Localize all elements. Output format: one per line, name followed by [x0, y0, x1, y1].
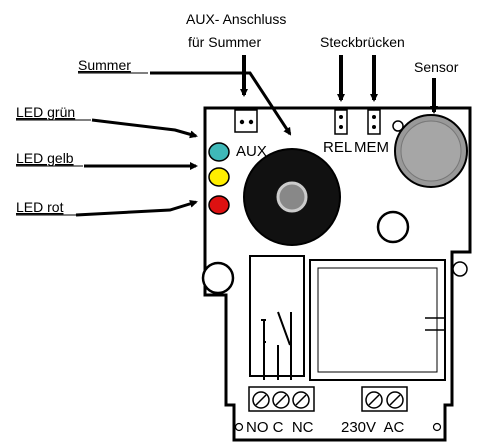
mounting-hole-right	[376, 210, 410, 244]
led-yellow	[208, 167, 230, 187]
led-green	[208, 142, 230, 162]
mounting-hole-mid	[452, 261, 468, 277]
led-gruen-arrow	[91, 118, 198, 139]
mem-jumper	[367, 109, 381, 135]
led-red	[208, 195, 230, 215]
mounting-hole-left	[201, 261, 235, 295]
aux-connector	[234, 109, 258, 133]
steckbruecken-label: Steckbrücken	[320, 34, 405, 50]
aux-board-label: AUX	[236, 143, 267, 160]
summer-label: Summer	[78, 57, 131, 73]
led-gelb-label: LED gelb	[16, 150, 74, 166]
terminal-label-left: NO C NC	[246, 419, 314, 436]
led-rot-arrow	[75, 199, 198, 217]
aux-label-line1: AUX- Anschluss	[186, 11, 286, 27]
terminal-hole-right	[432, 422, 442, 432]
relay-contacts	[261, 311, 292, 380]
rel-board-label: REL	[323, 139, 352, 156]
led-rot-label: LED rot	[16, 199, 64, 215]
mem-board-label: MEM	[354, 139, 389, 156]
summer-arrow	[150, 71, 292, 136]
terminal-screws-right	[365, 391, 404, 409]
terminal-hole-left	[234, 422, 244, 432]
led-gruen-label: LED grün	[16, 104, 75, 120]
rel-jumper	[334, 109, 348, 135]
mounting-hole-small	[392, 120, 404, 132]
aux-label-line2: für Summer	[188, 34, 261, 50]
sensor-label: Sensor	[414, 59, 459, 75]
terminal-screws-left	[252, 391, 310, 409]
terminal-label-right: 230V AC	[341, 419, 405, 436]
